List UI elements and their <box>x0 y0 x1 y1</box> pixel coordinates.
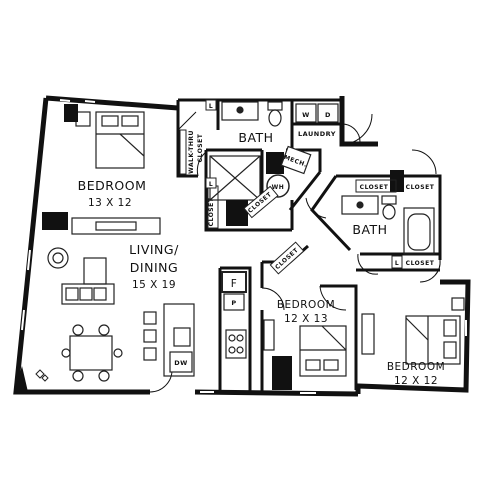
dresser-icon <box>71 217 161 235</box>
bed-2-icon <box>299 325 347 377</box>
walk-thru-closet-label-1: WALK-THRU <box>188 130 195 174</box>
sofa-icon <box>61 283 115 305</box>
hall-l-label: L <box>209 181 213 188</box>
dresser-3-icon <box>361 313 375 355</box>
bedroom-main-furniture <box>71 111 161 235</box>
living-furniture <box>47 247 157 382</box>
mech-block <box>266 152 284 174</box>
bedroom-3-dims: 12 X 12 <box>394 375 438 387</box>
bath2-closet-rod <box>355 179 397 193</box>
diag-closet <box>243 185 279 219</box>
bar-stool-3 <box>143 347 157 361</box>
linen-l-label: L <box>395 260 399 267</box>
washer-icon <box>295 103 317 123</box>
bath-2-fixtures <box>341 195 435 255</box>
door-swings <box>149 111 441 393</box>
room-labels: BEDROOM 13 X 12 LIVING/ DINING 15 X 19 B… <box>78 130 445 387</box>
bar-stool-1 <box>143 311 157 325</box>
laundry-label: LAUNDRY <box>298 130 336 138</box>
column-bottom <box>272 356 292 390</box>
bedroom-3-label: BEDROOM <box>387 361 445 373</box>
bedroom-2-label: BEDROOM <box>277 299 335 311</box>
bed-3-icon <box>405 315 461 365</box>
hall-l-box-2 <box>205 99 217 111</box>
bedroom-3-furniture <box>361 297 465 365</box>
linen-closet-box <box>391 255 403 269</box>
dryer-label: D <box>325 111 331 119</box>
corner-post <box>14 366 28 392</box>
dining-table-icon <box>69 335 113 371</box>
bedroom-2-dims: 12 X 13 <box>284 313 328 325</box>
column-bath2 <box>390 170 404 192</box>
hall-l-box <box>205 177 217 189</box>
linen-closet-label: CLOSET <box>406 260 435 267</box>
island-icon <box>163 303 195 377</box>
sink-icon <box>221 101 259 121</box>
dishwasher-icon <box>169 351 193 373</box>
living-label-line1: LIVING/ <box>129 242 179 257</box>
toilet-2-icon <box>381 195 397 205</box>
living-label-line2: DINING <box>130 260 178 275</box>
walk-thru-closet-label-2: CLOSET <box>197 133 204 162</box>
pantry-icon <box>223 293 245 311</box>
nightstand-icon <box>75 111 91 127</box>
bedroom-2-furniture <box>263 319 347 377</box>
kitchen-fixtures <box>163 271 247 377</box>
fridge-label: F <box>231 278 238 290</box>
bath-1-label: BATH <box>238 130 273 145</box>
bedroom-main-label: BEDROOM <box>78 178 147 193</box>
armchair-icon <box>47 247 69 269</box>
nightstand-3-icon <box>451 297 465 311</box>
shower-bench <box>226 200 248 226</box>
pantry-label: P <box>231 299 236 307</box>
toilet-icon <box>267 101 283 111</box>
window-sill <box>64 104 78 122</box>
bath-2-label: BATH <box>352 222 387 237</box>
bed-icon <box>95 111 145 169</box>
bath2-closet-right-label: CLOSET <box>406 184 435 191</box>
plant-icon <box>35 369 49 382</box>
washer-label: W <box>302 111 310 119</box>
mech-box <box>280 145 312 175</box>
bathtub-icon <box>403 207 435 255</box>
coffee-table-icon <box>83 257 107 285</box>
range-icon <box>225 329 247 359</box>
sink-2-icon <box>341 195 379 215</box>
window-marks <box>21 99 467 394</box>
dryer-icon <box>317 103 339 123</box>
island-sink <box>173 327 191 347</box>
interior-walls <box>176 98 442 392</box>
bedroom2-closet <box>269 241 305 275</box>
water-heater-label: WH <box>272 184 285 191</box>
bath2-closet-left-label: CLOSET <box>360 184 389 191</box>
dishwasher-label: DW <box>174 359 188 367</box>
hall-l2-label: L <box>209 103 213 110</box>
dresser-2-icon <box>263 319 275 351</box>
laundry-fixtures <box>295 103 339 123</box>
column-left <box>42 212 68 230</box>
bedroom-main-dims: 13 X 12 <box>88 197 132 209</box>
living-dims: 15 X 19 <box>132 279 176 291</box>
hall-closet-label: CLOSET <box>208 197 215 226</box>
bar-stool-2 <box>143 329 157 343</box>
walk-thru-closet-rod <box>179 129 187 175</box>
fridge-icon <box>221 271 247 293</box>
